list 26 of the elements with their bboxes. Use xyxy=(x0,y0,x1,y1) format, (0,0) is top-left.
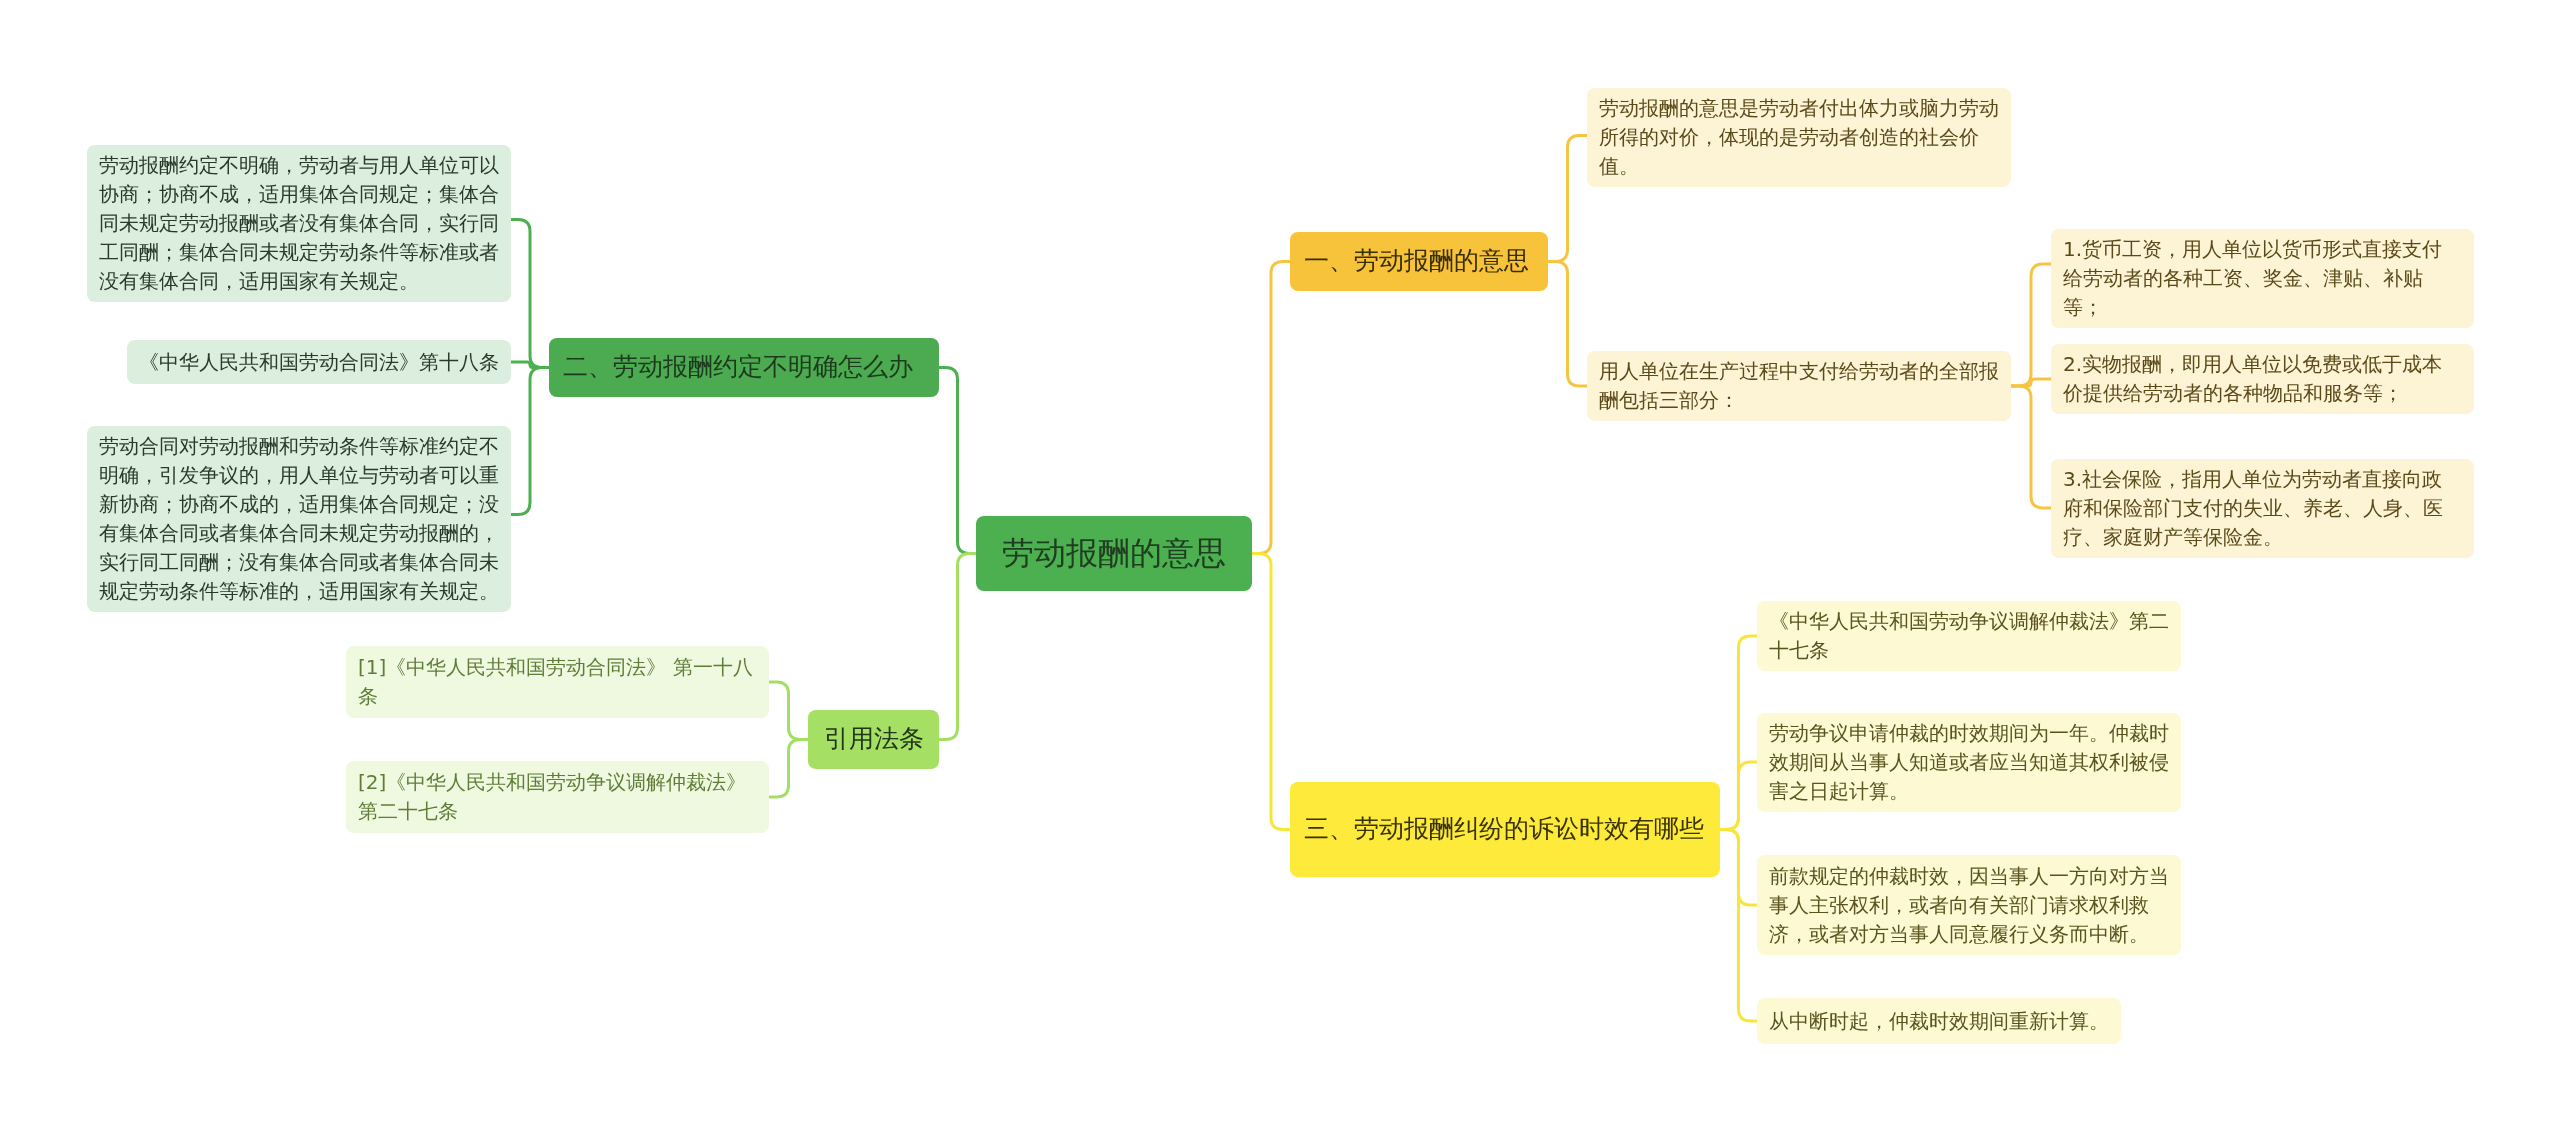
topic-box: 三、劳动报酬纠纷的诉讼时效有哪些 xyxy=(1290,782,1720,877)
connector-line xyxy=(511,366,549,516)
subtopic-box: 劳动报酬约定不明确，劳动者与用人单位可以协商；协商不成，适用集体合同规定；集体合同未规定劳动报酬或者没有集体合同，实行同工同酬；集体合同未规定劳动条件等标准或者没有集体合同，适用国家有关规定。 xyxy=(87,145,511,302)
subtopic-box: 劳动争议申请仲裁的时效期间为一年。仲裁时效期间从当事人知道或者应当知道其权利被侵害之日起计算。 xyxy=(1757,713,2181,812)
subtopic-box: 从中断时起，仲裁时效期间重新计算。 xyxy=(1757,998,2121,1044)
topic-box: 二、劳动报酬约定不明确怎么办 xyxy=(549,338,939,397)
central-topic-box: 劳动报酬的意思 xyxy=(976,516,1252,591)
subtopic-box: 前款规定的仲裁时效，因当事人一方向对方当事人主张权利，或者向有关部门请求权利救济，或者对方当事人同意履行义务而中断。 xyxy=(1757,855,2181,955)
connector-line xyxy=(1548,260,1587,388)
subtopic-box: 《中华人民共和国劳动争议调解仲裁法》第二十七条 xyxy=(1757,601,2181,671)
subtopic-box: 劳动合同对劳动报酬和劳动条件等标准约定不明确，引发争议的，用人单位与劳动者可以重新协商；协商不成的，适用集体合同规定；没有集体合同或者集体合同未规定劳动报酬的，实行同工同酬；没有集体合同或者集体合同未规定劳动条件等标准的，适用国家有关规定。 xyxy=(87,426,511,612)
topic-box: 引用法条 xyxy=(808,710,939,769)
subtopic-box: 3.社会保险，指用人单位为劳动者直接向政府和保险部门支付的失业、养老、人身、医疗、家庭财产等保险金。 xyxy=(2051,459,2474,558)
topic-box: 一、劳动报酬的意思 xyxy=(1290,232,1548,291)
connector-line xyxy=(769,738,808,799)
subtopic-box: 用人单位在生产过程中支付给劳动者的全部报酬包括三部分： xyxy=(1587,351,2011,421)
subtopic-box: 劳动报酬的意思是劳动者付出体力或脑力劳动所得的对价，体现的是劳动者创造的社会价值。 xyxy=(1587,88,2011,187)
connector-line xyxy=(1252,552,1290,831)
subtopic-box: 1.货币工资，用人单位以货币形式直接支付给劳动者的各种工资、奖金、津贴、补贴等； xyxy=(2051,229,2474,328)
connector-line xyxy=(1720,828,1757,1023)
subtopic-box: 《中华人民共和国劳动合同法》第十八条 xyxy=(127,340,511,384)
subtopic-box: [2]《中华人民共和国劳动争议调解仲裁法》第二十七条 xyxy=(346,761,769,833)
connector-line xyxy=(2011,384,2051,510)
connector-line xyxy=(939,552,976,741)
subtopic-box: 2.实物报酬，即用人单位以免费或低于成本价提供给劳动者的各种物品和服务等； xyxy=(2051,344,2474,414)
subtopic-box: [1]《中华人民共和国劳动合同法》 第一十八条 xyxy=(346,646,769,718)
